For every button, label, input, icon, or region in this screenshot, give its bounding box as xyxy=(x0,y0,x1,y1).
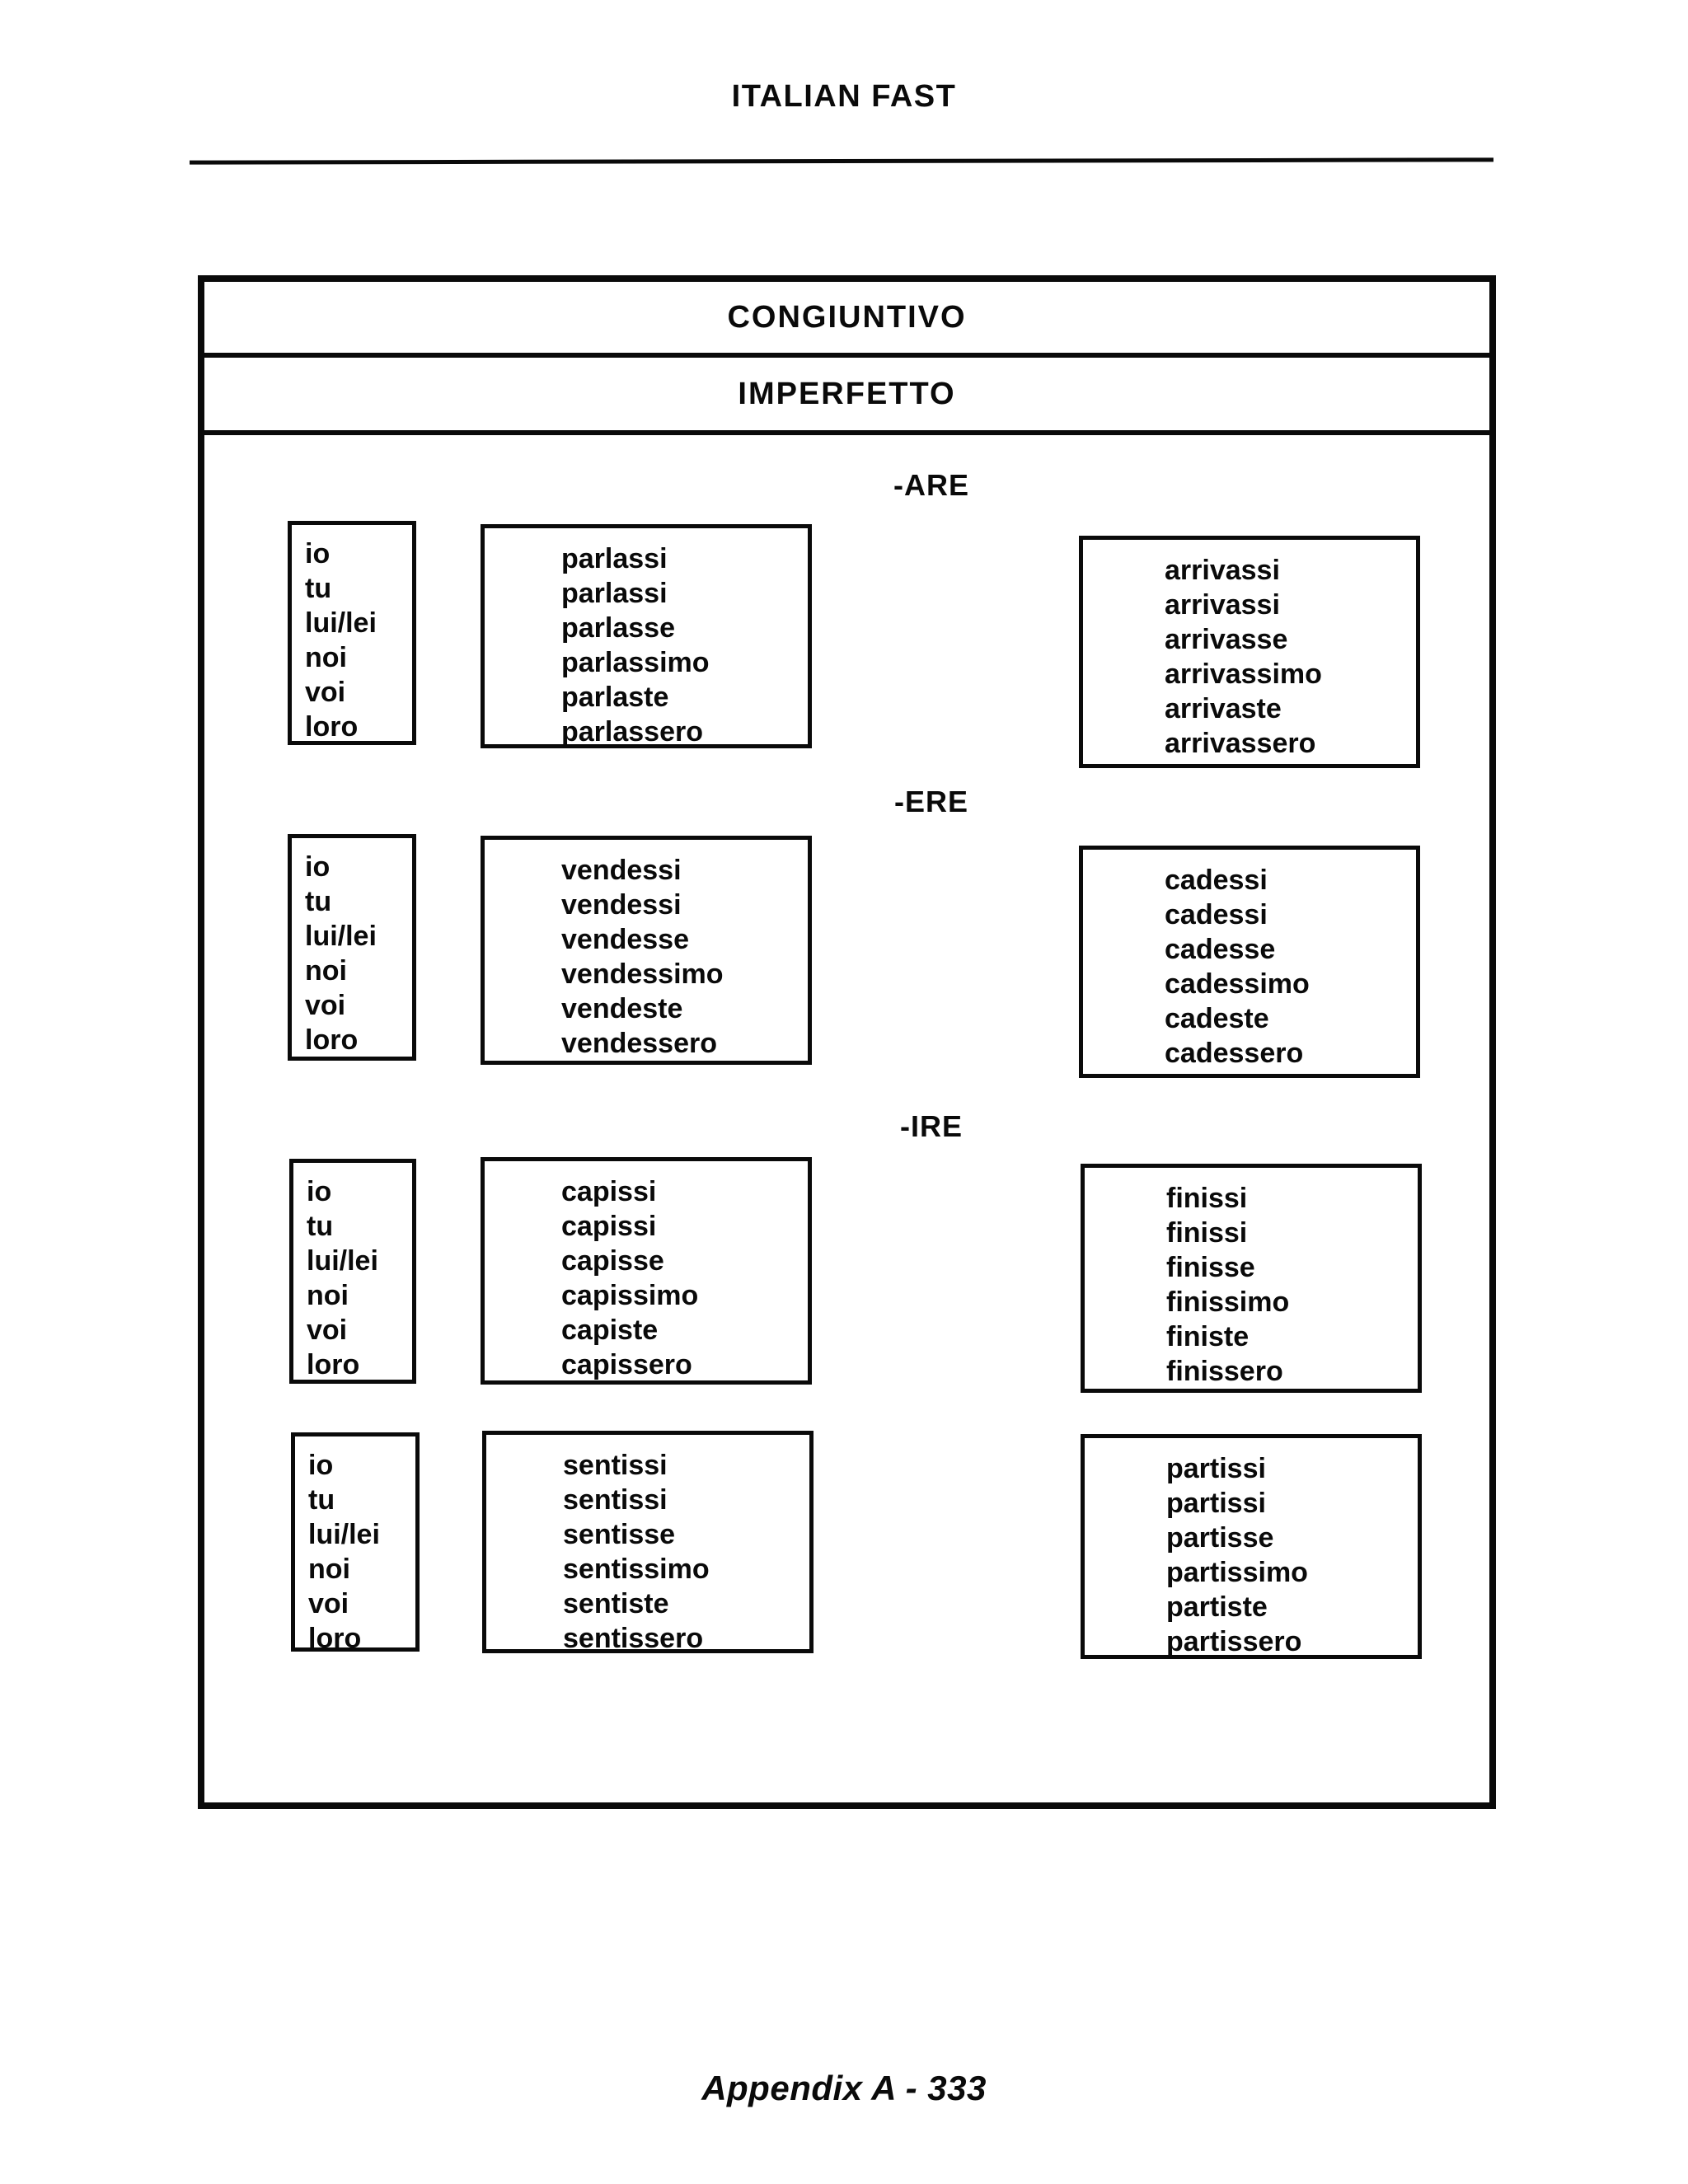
verb-form-item: capissero xyxy=(561,1349,692,1380)
pronoun-item: lui/lei xyxy=(305,921,377,952)
pronoun-item: loro xyxy=(308,1623,362,1654)
pronoun-item: io xyxy=(307,1176,332,1207)
pronoun-item: loro xyxy=(305,1024,359,1056)
pronoun-item: loro xyxy=(305,711,359,743)
title-divider-rule xyxy=(189,157,1494,165)
verb-form-item: cadessi xyxy=(1165,899,1268,930)
pronoun-item: lui/lei xyxy=(308,1519,380,1550)
pronoun-item: voi xyxy=(305,990,346,1021)
verb-form-item: cadesse xyxy=(1165,934,1276,965)
pronoun-item: voi xyxy=(308,1588,349,1619)
pronoun-item: tu xyxy=(308,1484,335,1516)
verb-form-item: partissero xyxy=(1166,1626,1302,1657)
verb-form-item: finissimo xyxy=(1166,1286,1290,1318)
pronoun-item: tu xyxy=(305,886,332,917)
verb-form-item: sentissi xyxy=(563,1484,668,1516)
verb-form-item: arrivassimo xyxy=(1165,658,1322,690)
verb-form-item: partissimo xyxy=(1166,1557,1308,1588)
verb-form-item: capiste xyxy=(561,1315,659,1346)
pronoun-item: io xyxy=(308,1450,334,1481)
verb-form-item: parlassi xyxy=(561,578,668,609)
verb-form-item: partissi xyxy=(1166,1488,1266,1519)
verb-form-item: parlaste xyxy=(561,682,669,713)
verb-form-item: partissi xyxy=(1166,1453,1266,1484)
pronoun-item: tu xyxy=(307,1211,334,1242)
table-title: CONGIUNTIVO xyxy=(204,282,1489,358)
pronoun-item: lui/lei xyxy=(305,607,377,639)
verb-form-item: vendessero xyxy=(561,1028,717,1059)
pronoun-item: io xyxy=(305,851,331,883)
verb-form-item: arrivassero xyxy=(1165,728,1316,759)
section-label-ere: -ERE xyxy=(893,785,969,818)
pronoun-item: loro xyxy=(307,1349,360,1380)
verb-form-item: capissi xyxy=(561,1211,657,1242)
pronoun-item: lui/lei xyxy=(307,1245,378,1277)
pronoun-item: io xyxy=(305,538,331,569)
pronoun-item: noi xyxy=(305,955,347,987)
verb-form-item: cadessimo xyxy=(1165,968,1310,1000)
pronoun-item: noi xyxy=(307,1280,349,1311)
verb-form-item: finissero xyxy=(1166,1356,1283,1387)
verb-form-item: capissimo xyxy=(561,1280,699,1311)
table-subtitle: IMPERFETTO xyxy=(204,358,1489,435)
verb-form-item: partiste xyxy=(1166,1591,1268,1623)
verb-form-item: capissi xyxy=(561,1176,657,1207)
verb-form-item: partisse xyxy=(1166,1522,1274,1554)
verb-form-item: sentissi xyxy=(563,1450,668,1481)
pronoun-item: voi xyxy=(305,677,346,708)
pronoun-item: noi xyxy=(308,1554,350,1585)
verb-form-item: sentissero xyxy=(563,1623,704,1654)
verb-form-item: parlassimo xyxy=(561,647,710,678)
verb-form-item: finissi xyxy=(1166,1217,1248,1249)
verb-form-item: arrivasse xyxy=(1165,624,1288,655)
verb-form-item: cadessi xyxy=(1165,865,1268,896)
verb-form-item: sentissimo xyxy=(563,1554,710,1585)
verb-form-item: vendeste xyxy=(561,993,683,1024)
verb-form-item: finisse xyxy=(1166,1252,1255,1283)
verb-form-item: cadessero xyxy=(1165,1038,1304,1069)
verb-form-item: vendessimo xyxy=(561,958,724,990)
footer-page-label: Appendix A - 333 xyxy=(701,2069,987,2107)
verb-form-item: arrivaste xyxy=(1165,693,1282,724)
section-label-ire: -IRE xyxy=(900,1109,963,1143)
verb-form-item: vendessi xyxy=(561,855,682,886)
pronoun-item: tu xyxy=(305,573,332,604)
verb-form-item: arrivassi xyxy=(1165,589,1280,621)
section-label-are: -ARE xyxy=(893,468,969,502)
verb-form-item: parlasse xyxy=(561,612,675,644)
verb-form-item: capisse xyxy=(561,1245,664,1277)
page-title: ITALIAN FAST xyxy=(731,79,957,114)
verb-form-item: cadeste xyxy=(1165,1003,1269,1034)
pronoun-item: noi xyxy=(305,642,347,673)
verb-form-item: parlassero xyxy=(561,716,703,748)
verb-form-item: parlassi xyxy=(561,543,668,574)
verb-form-item: finiste xyxy=(1166,1321,1250,1352)
verb-form-item: finissi xyxy=(1166,1183,1248,1214)
verb-form-item: vendesse xyxy=(561,924,689,955)
verb-form-item: sentisse xyxy=(563,1519,676,1550)
pronoun-item: voi xyxy=(307,1315,348,1346)
verb-form-item: sentiste xyxy=(563,1588,669,1619)
verb-form-item: vendessi xyxy=(561,889,682,921)
verb-form-item: arrivassi xyxy=(1165,555,1280,586)
